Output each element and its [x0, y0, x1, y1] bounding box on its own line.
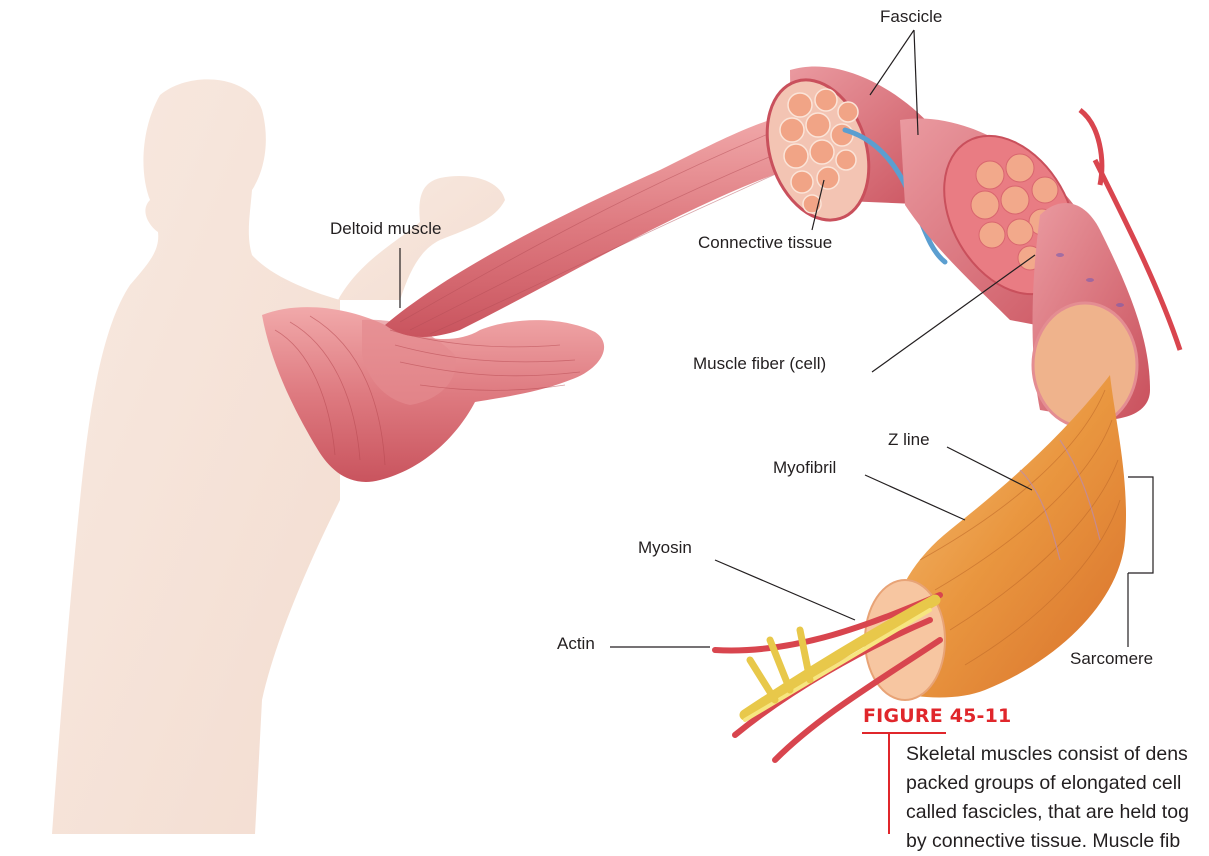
label-deltoid-muscle: Deltoid muscle [330, 219, 442, 239]
body-silhouette [52, 79, 505, 834]
figure-title: FIGURE 45-11 [863, 705, 1011, 727]
label-muscle-fiber: Muscle fiber (cell) [693, 354, 826, 374]
label-connective-tissue: Connective tissue [698, 233, 832, 253]
caption-line: packed groups of elongated cell [906, 769, 1209, 798]
caption-line: called fascicles, that are held tog [906, 798, 1209, 827]
muscle-illustration [0, 0, 1209, 834]
figure-title-underline [862, 732, 946, 734]
label-myosin: Myosin [638, 538, 692, 558]
caption-line: by connective tissue. Muscle fib [906, 827, 1209, 856]
label-myofibril: Myofibril [773, 458, 836, 478]
label-z-line: Z line [888, 430, 930, 450]
diagram-canvas: Fascicle Deltoid muscle Connective tissu… [0, 0, 1209, 834]
figure-caption: Skeletal muscles consist of dens packed … [906, 740, 1209, 856]
caption-line: Skeletal muscles consist of dens [906, 740, 1209, 769]
label-sarcomere: Sarcomere [1070, 649, 1153, 669]
caption-rule [888, 732, 890, 834]
label-fascicle: Fascicle [880, 7, 942, 27]
label-actin: Actin [557, 634, 595, 654]
